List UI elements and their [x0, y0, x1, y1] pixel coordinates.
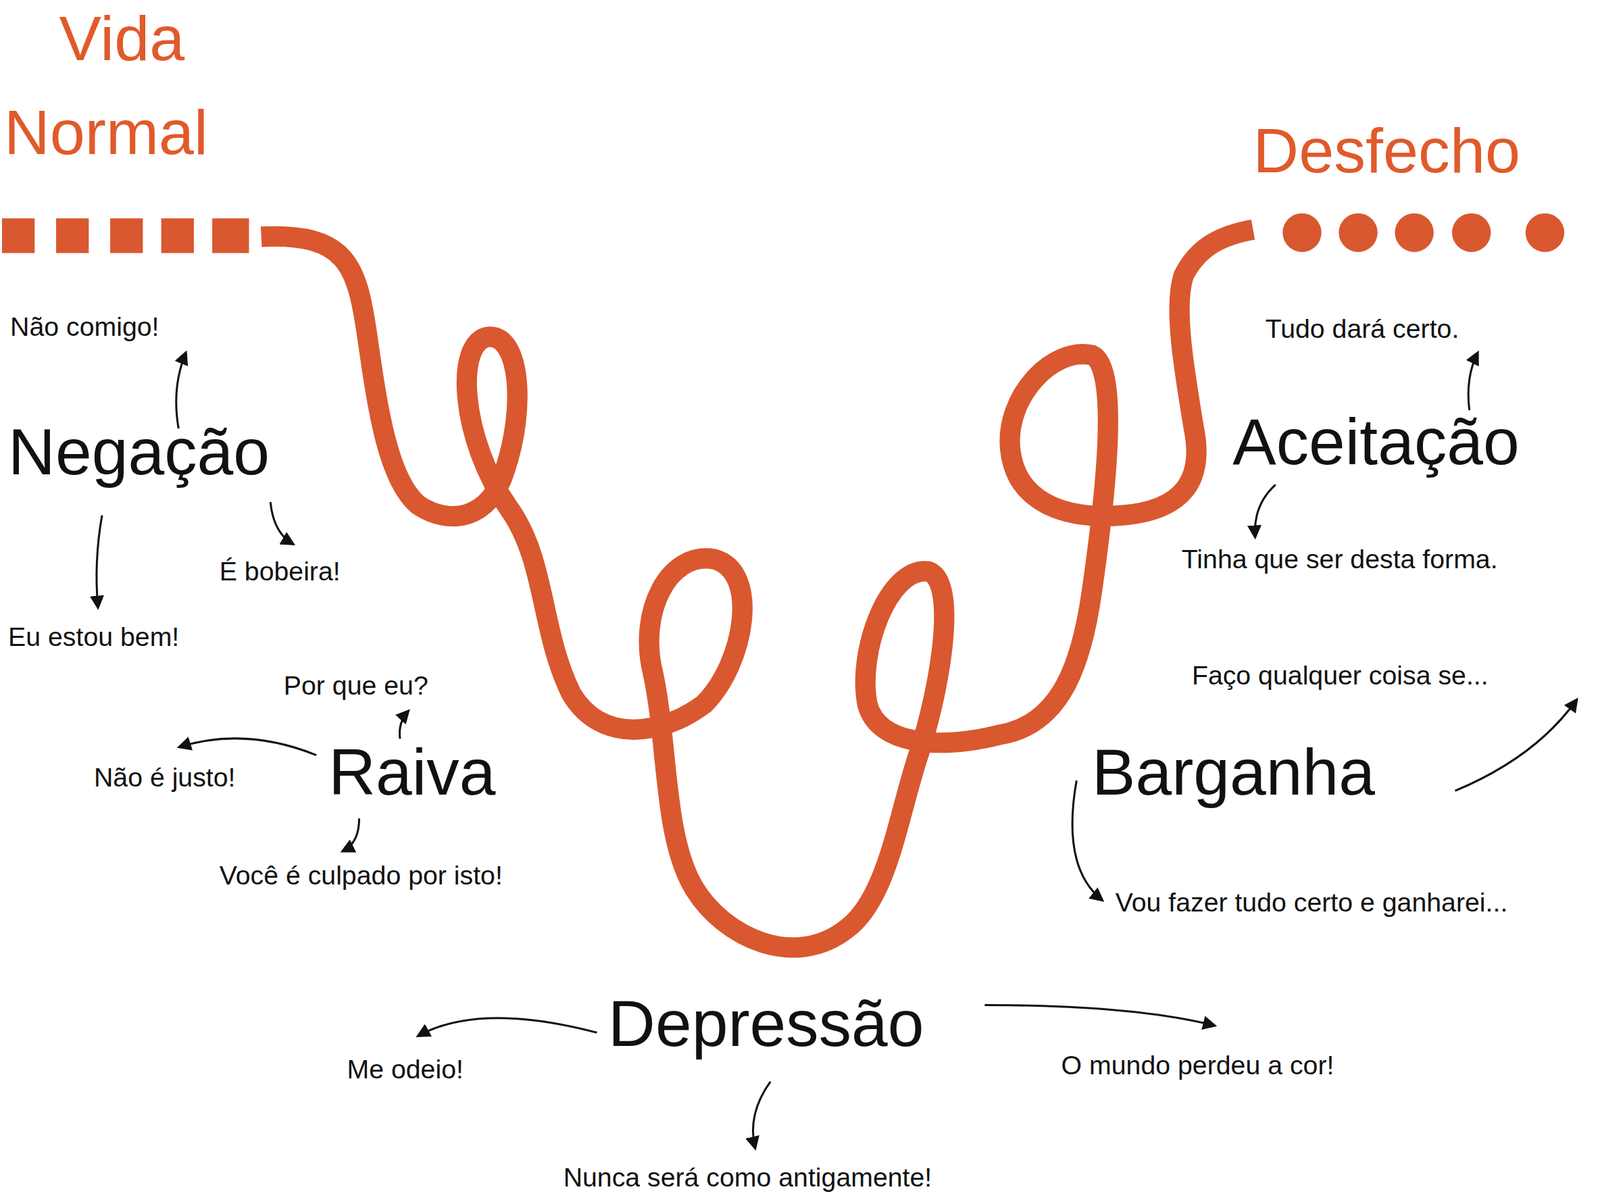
stage-name: Aceitação	[1232, 406, 1519, 478]
phrase: É bobeira!	[219, 557, 341, 587]
section-heading: Desfecho	[1253, 116, 1521, 186]
phrase: Me odeio!	[346, 1055, 463, 1085]
dashed-start	[2, 218, 249, 253]
section-heading: Normal	[4, 97, 209, 168]
phrase: Por que eu?	[283, 671, 429, 701]
phrase: Vou fazer tudo certo e ganharei...	[1115, 887, 1509, 917]
phrase: Eu estou bem!	[8, 622, 180, 652]
phrase: O mundo perdeu a cor!	[1061, 1051, 1335, 1081]
leader-arrows	[96, 353, 1577, 1148]
dotted-end	[1282, 213, 1565, 253]
phrase: Nunca será como antigamente!	[563, 1163, 933, 1193]
phrase: Você é culpado por isto!	[219, 861, 503, 891]
phrase: Faço qualquer coisa se...	[1191, 661, 1489, 691]
phrase: Não é justo!	[93, 763, 236, 793]
ribbon	[261, 229, 1254, 948]
phrase: Tudo dará certo.	[1265, 314, 1460, 344]
stage-name: Barganha	[1091, 736, 1375, 809]
stage-name: Depressão	[608, 987, 924, 1060]
stage-name: Negação	[8, 416, 270, 488]
phrase: Tinha que ser desta forma.	[1181, 544, 1498, 574]
stage-name: Raiva	[328, 736, 496, 809]
phrase: Não comigo!	[10, 312, 159, 342]
section-heading: Vida	[59, 4, 186, 74]
